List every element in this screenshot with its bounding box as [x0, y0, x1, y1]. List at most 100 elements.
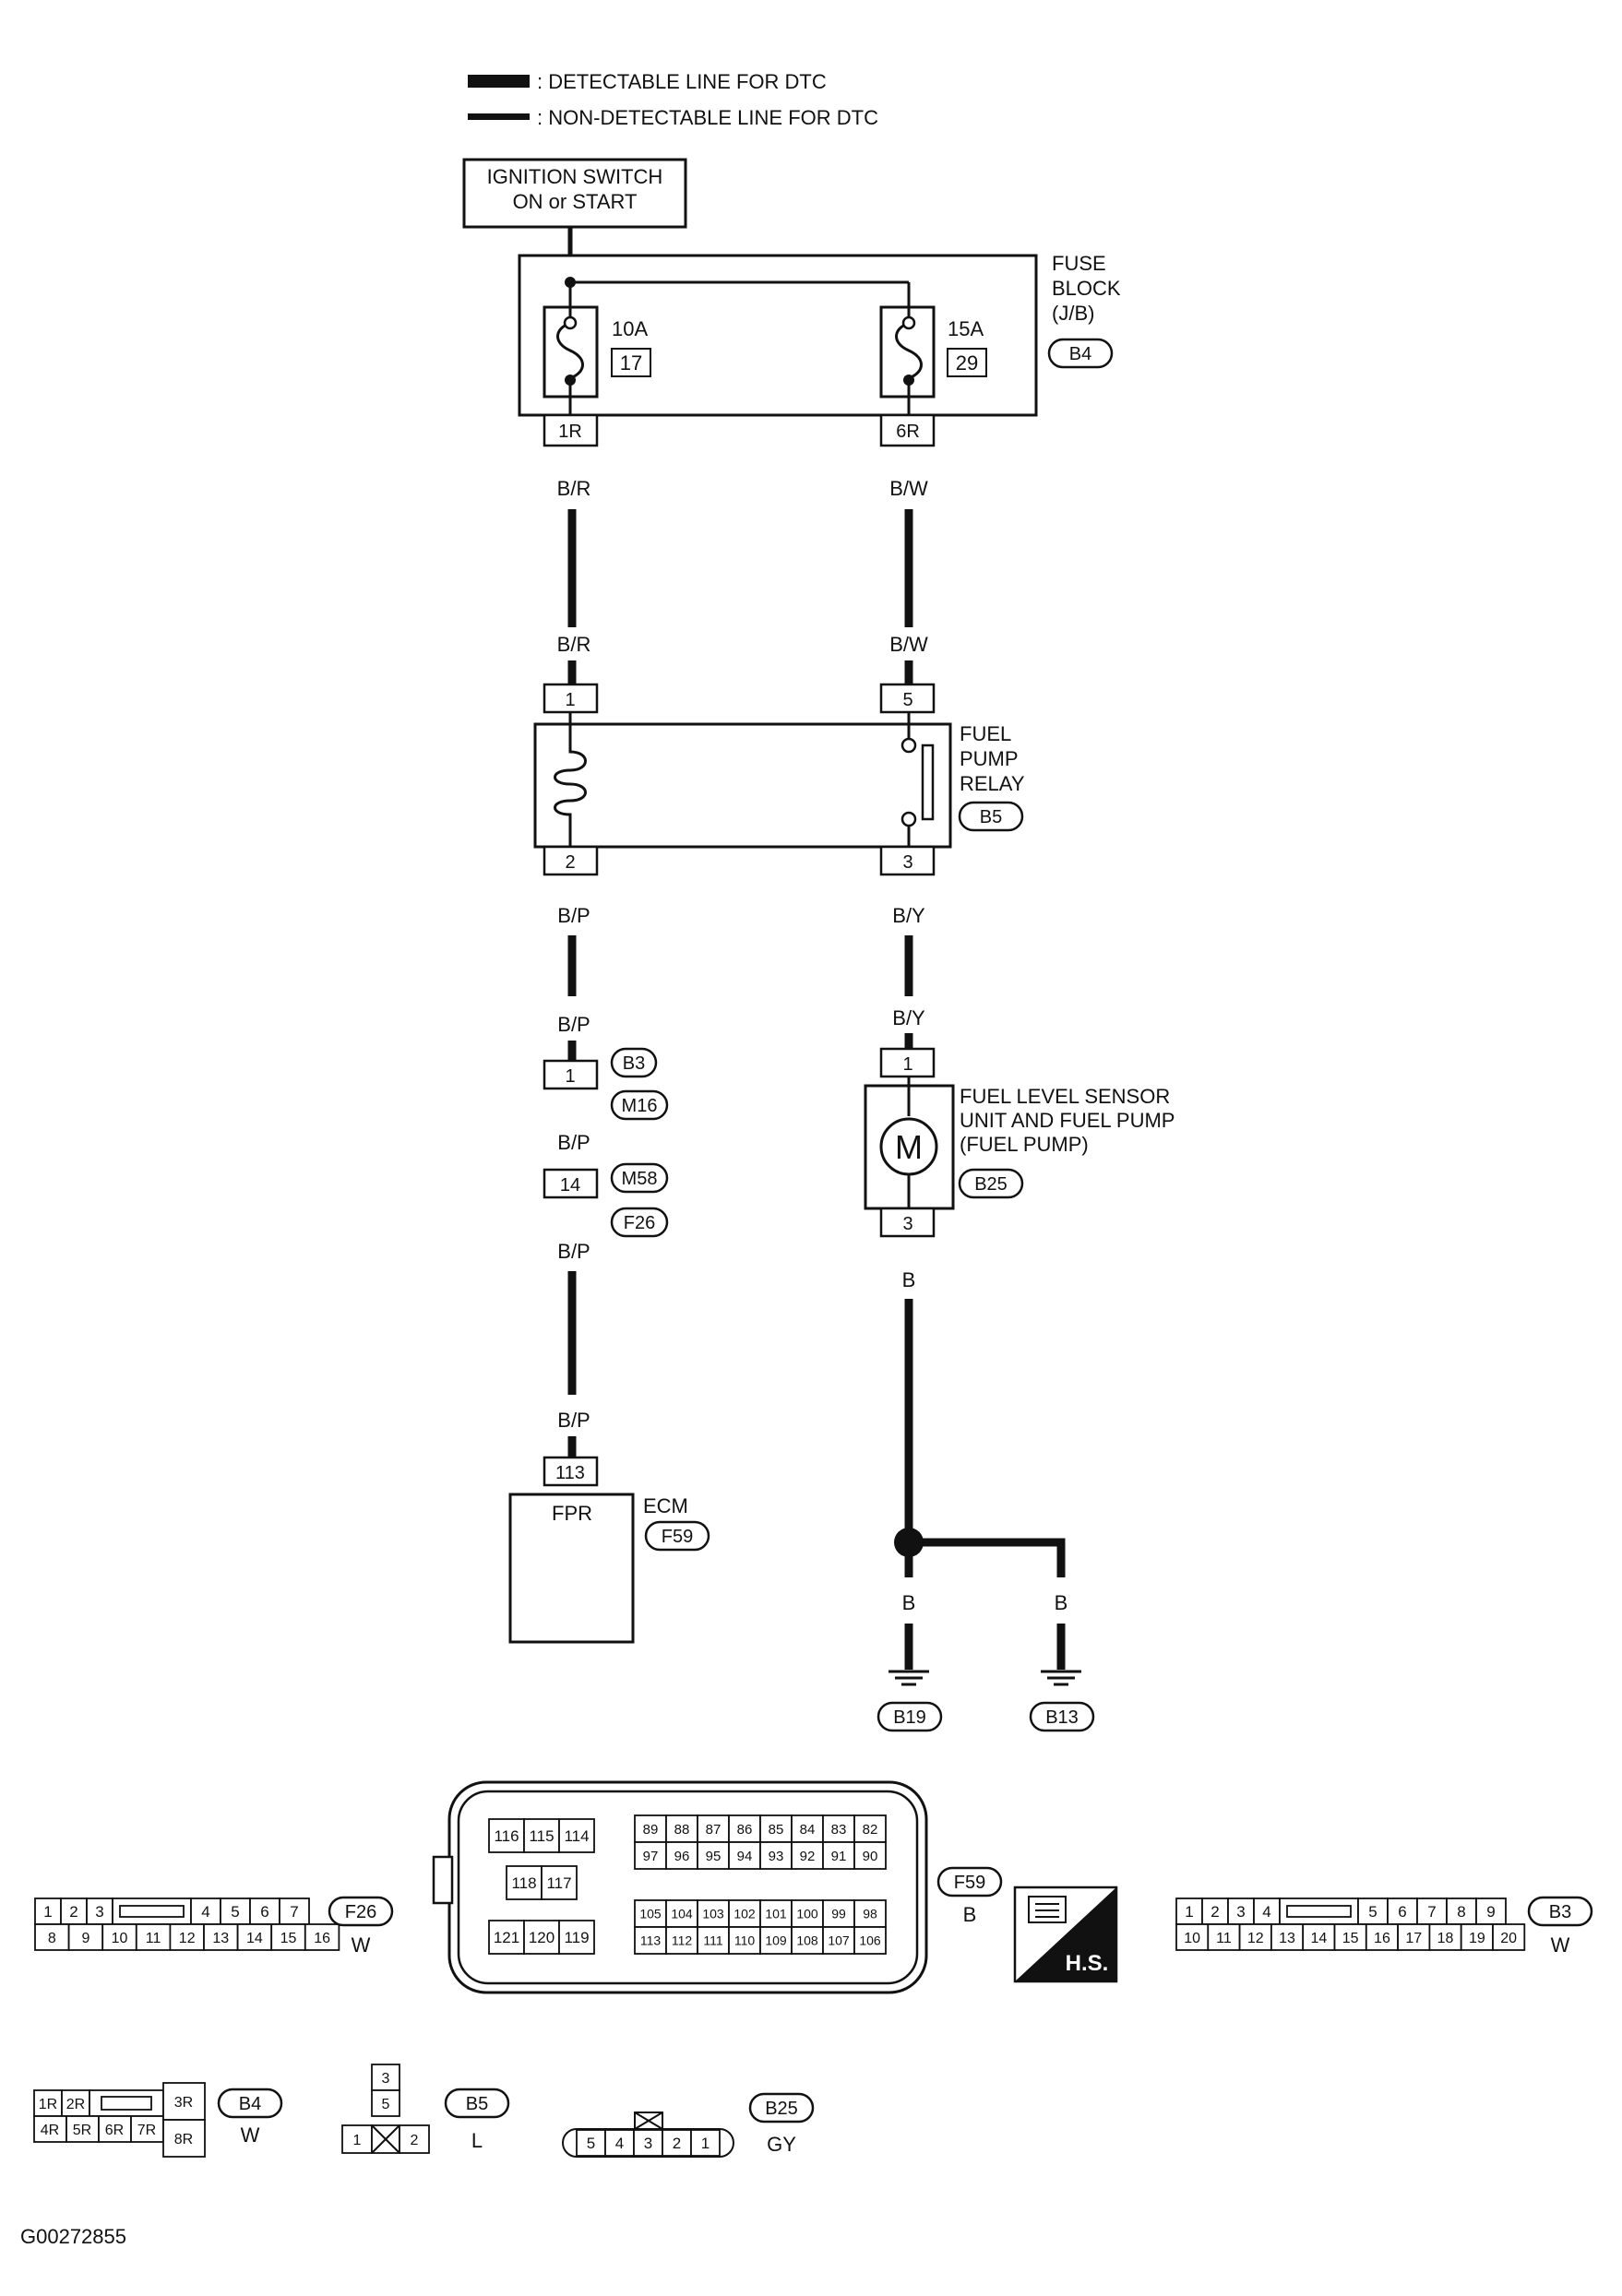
b3-cell-12: 12: [1247, 1931, 1264, 1946]
b4-color: W: [241, 2124, 260, 2147]
legend-nondetectable-text: : NON-DETECTABLE LINE FOR DTC: [537, 106, 878, 129]
f26-cell-13: 13: [212, 1931, 229, 1946]
figure-id: G00272855: [20, 2225, 126, 2248]
f59-cell-95: 95: [706, 1849, 722, 1864]
b25-cell-3: 3: [644, 2135, 652, 2152]
f59-cell-82: 82: [863, 1822, 878, 1838]
wire-label-b-2: B: [902, 1591, 916, 1614]
fuel-pump: 1 M 3 FUEL LEVEL SENSOR UNIT AND FUEL PU…: [864, 1047, 1175, 1238]
pump-pin-top: 1: [902, 1054, 912, 1075]
f59-cell-86: 86: [737, 1822, 753, 1838]
b3-cell-15: 15: [1342, 1931, 1359, 1946]
b3-cell-19: 19: [1469, 1931, 1485, 1946]
joint-lower-tag-b: F26: [624, 1213, 655, 1233]
b3-cell-3: 3: [1236, 1903, 1245, 1921]
f59-cell-120: 120: [529, 1929, 555, 1946]
pump-title-2: UNIT AND FUEL PUMP: [960, 1109, 1175, 1132]
b25-color: GY: [767, 2133, 796, 2156]
b3-cell-7: 7: [1427, 1903, 1436, 1921]
f26-cell-8: 8: [48, 1931, 56, 1946]
ecm-terminal: 113: [555, 1463, 585, 1483]
b3-cell-11: 11: [1216, 1931, 1232, 1946]
f59-cell-91: 91: [831, 1849, 847, 1864]
b3-cell-8: 8: [1457, 1903, 1465, 1921]
relay-pin-1: 1: [565, 690, 575, 710]
f26-color: W: [352, 1933, 371, 1957]
b3-cell-10: 10: [1184, 1931, 1200, 1946]
b5-tag: B5: [466, 2094, 488, 2114]
b3-cell-17: 17: [1405, 1931, 1422, 1946]
b4-cell-5r: 5R: [73, 2123, 91, 2138]
fuse-block: 10A 17 15A 29 FUSE BLOCK (J/B) B4 1R 6R: [518, 252, 1121, 447]
f59-cell-99: 99: [831, 1907, 846, 1921]
relay-connector-tag: B5: [980, 807, 1002, 827]
f26-cell-3: 3: [95, 1903, 103, 1921]
f59-cell-92: 92: [800, 1849, 816, 1864]
f26-cell-9: 9: [81, 1931, 89, 1946]
f59-cell-88: 88: [674, 1822, 690, 1838]
b3-cell-4: 4: [1262, 1903, 1270, 1921]
wire-label-br-bottom: B/R: [557, 633, 591, 656]
wire-label-b-1: B: [902, 1268, 916, 1291]
connector-face-b5: 3 5 1 2 B5 L: [341, 2064, 510, 2154]
b3-cell-18: 18: [1437, 1931, 1454, 1946]
b4-cell-8r: 8R: [174, 2132, 193, 2147]
f59-cell-87: 87: [706, 1822, 722, 1838]
relay-pin-5: 5: [902, 690, 912, 710]
pump-title-1: FUEL LEVEL SENSOR: [960, 1085, 1170, 1108]
fuse-block-title-3: (J/B): [1052, 302, 1094, 325]
f59-cell-101: 101: [765, 1907, 787, 1921]
pump-connector-tag: B25: [974, 1174, 1008, 1195]
b4-cell-3r: 3R: [174, 2095, 193, 2111]
f59-cell-110: 110: [734, 1933, 756, 1948]
b3-cell-1: 1: [1185, 1903, 1193, 1921]
f59-cell-119: 119: [564, 1929, 589, 1946]
fuse-left-number: 17: [620, 351, 642, 375]
f59-cell-102: 102: [733, 1907, 756, 1921]
pump-title-3: (FUEL PUMP): [960, 1133, 1089, 1156]
ecm-connector-tag: F59: [662, 1527, 693, 1547]
f26-cell-15: 15: [280, 1931, 297, 1946]
connector-face-b4: 1R 2R 4R 5R 6R 7R 3R 8R B4 W: [33, 2082, 283, 2158]
f59-cell-107: 107: [828, 1933, 850, 1948]
f59-tag: F59: [954, 1873, 985, 1893]
fuse-terminal-1r: 1R: [558, 422, 582, 442]
fuel-pump-relay: 1 5 2 3 FUEL PUMP RELAY B5: [533, 683, 1025, 876]
f26-cell-6: 6: [260, 1903, 268, 1921]
legend-detectable-swatch: [468, 75, 530, 88]
f26-cell-2: 2: [69, 1903, 78, 1921]
f59-cell-98: 98: [863, 1907, 877, 1921]
b3-cell-16: 16: [1374, 1931, 1390, 1946]
b3-cell-13: 13: [1279, 1931, 1295, 1946]
fuse-block-title-1: FUSE: [1052, 252, 1106, 275]
f59-cell-90: 90: [863, 1849, 878, 1864]
f59-cell-93: 93: [769, 1849, 784, 1864]
joint-connectors: 1 B3 M16 B/P 14 M58 F26: [543, 1047, 669, 1238]
joint-upper-pin: 1: [565, 1066, 575, 1087]
wire-label-bp-2: B/P: [557, 1013, 590, 1036]
b5-color: L: [471, 2129, 483, 2152]
b3-cell-2: 2: [1211, 1903, 1219, 1921]
f59-cell-103: 103: [702, 1907, 724, 1921]
f59-cell-118: 118: [511, 1874, 536, 1892]
b5-cell-2: 2: [411, 2133, 419, 2148]
b3-cell-20: 20: [1500, 1931, 1517, 1946]
f59-cell-85: 85: [769, 1822, 784, 1838]
b5-cell-5: 5: [382, 2097, 390, 2112]
f26-cell-11: 11: [146, 1931, 161, 1946]
ignition-line1: IGNITION SWITCH: [487, 165, 663, 188]
f59-cell-100: 100: [796, 1907, 818, 1921]
f59-cell-112: 112: [672, 1933, 693, 1948]
b3-cell-6: 6: [1398, 1903, 1406, 1921]
hs-badge-text: H.S.: [1066, 1951, 1109, 1976]
wire-label-br-top: B/R: [557, 477, 591, 500]
b3-cell-9: 9: [1486, 1903, 1495, 1921]
f26-cell-5: 5: [231, 1903, 239, 1921]
f59-cell-106: 106: [859, 1933, 881, 1948]
ground-right-tag: B13: [1045, 1707, 1079, 1728]
f59-cell-111: 111: [703, 1933, 722, 1948]
ecm-label: ECM: [643, 1494, 688, 1517]
f59-cell-84: 84: [800, 1822, 816, 1838]
f26-cell-12: 12: [179, 1931, 196, 1946]
